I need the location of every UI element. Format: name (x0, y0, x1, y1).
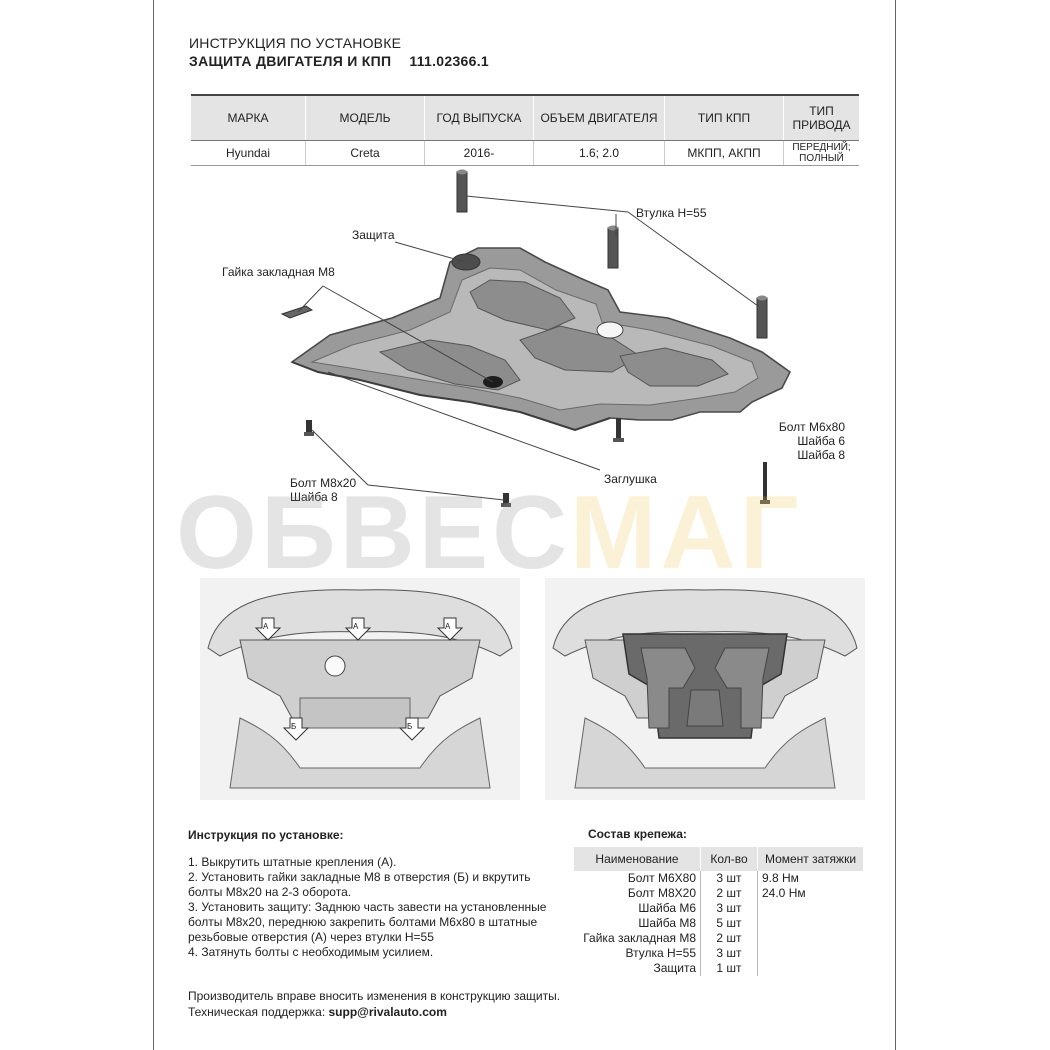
mark-b-2: Б (407, 722, 413, 731)
document-header: ИНСТРУКЦИЯ ПО УСТАНОВКЕ ЗАЩИТА ДВИГАТЕЛЯ… (189, 34, 489, 70)
spec-header-row: МАРКА МОДЕЛЬ ГОД ВЫПУСКА ОБЪЕМ ДВИГАТЕЛЯ… (191, 94, 859, 141)
fastener-torque: 24.0 Нм (762, 886, 806, 900)
footer-disclaimer: Производитель вправе вносить изменения в… (188, 989, 561, 1003)
mark-a-2: A (353, 622, 359, 631)
fastener-name: Шайба М6 (574, 901, 701, 916)
fastener-name: Шайба М8 (574, 916, 701, 931)
mark-b-1: Б (291, 722, 297, 731)
mark-a-3: A (445, 622, 451, 631)
fastener-row: Шайба М8 5 шт (574, 916, 864, 931)
instruction-sheet (153, 0, 896, 1050)
fastener-name: Втулка Н=55 (574, 946, 701, 961)
label-bolt-m8-name: Болт М8х20 (290, 476, 357, 490)
fastener-torque (758, 946, 864, 961)
fasteners-header-cell: Момент затяжки (757, 847, 864, 871)
spec-header-cell: ГОД ВЫПУСКА (424, 94, 534, 141)
fastener-row: Втулка Н=55 3 шт (574, 946, 864, 961)
fastener-qty: 2 шт (700, 931, 758, 946)
fastener-qty: 5 шт (700, 916, 758, 931)
label-sleeve: Втулка Н=55 (636, 206, 707, 220)
spec-value-cell: 2016- (424, 140, 534, 166)
fastener-row: Шайба М6 3 шт (574, 901, 864, 916)
instruction-step: 1. Выкрутить штатные крепления (А). (188, 855, 397, 869)
instructions-title: Инструкция по установке: (188, 828, 344, 842)
fastener-row: Гайка закладная М8 2 шт (574, 931, 864, 946)
fastener-qty: 2 шт (700, 886, 758, 901)
fastener-torque (758, 916, 864, 931)
label-washer-8-left: Шайба 8 (290, 490, 338, 504)
fastener-torque: 9.8 Нм (762, 871, 799, 885)
fastener-qty: 3 шт (700, 946, 758, 961)
spec-value-cell: Creta (305, 140, 425, 166)
label-bolt-m6: Болт М6х80 Шайба 6 Шайба 8 (775, 420, 845, 462)
underbody-after-photo (545, 578, 865, 800)
spec-value-cell: ПЕРЕДНИЙ; ПОЛНЫЙ (783, 140, 859, 166)
label-plug: Заглушка (604, 472, 657, 486)
fastener-torque (758, 901, 864, 916)
fasteners-section: Состав крепежа: Наименование Кол-во Моме… (574, 827, 864, 976)
fastener-row: Болт М8Х20 2 шт 24.0 Нм (574, 886, 864, 901)
label-washer-8-right: Шайба 8 (797, 448, 845, 462)
header-title: ИНСТРУКЦИЯ ПО УСТАНОВКЕ (189, 35, 402, 51)
fasteners-header-row: Наименование Кол-во Момент затяжки (574, 847, 864, 871)
header-product: ЗАЩИТА ДВИГАТЕЛЯ И КПП (189, 53, 392, 69)
instruction-step: 2. Установить гайки закладные М8 в отвер… (188, 870, 531, 899)
label-bolt-m8: Болт М8х20 Шайба 8 (290, 476, 356, 504)
installation-instructions: Инструкция по установке: 1. Выкрутить шт… (188, 828, 568, 960)
spec-header-cell: МАРКА (191, 94, 306, 141)
fasteners-header-cell: Кол-во (700, 847, 758, 871)
underbody-before-photo: A A A Б Б (200, 578, 520, 800)
watermark-part-1: ОБВЕС (176, 475, 570, 591)
vehicle-spec-table: МАРКА МОДЕЛЬ ГОД ВЫПУСКА ОБЪЕМ ДВИГАТЕЛЯ… (191, 94, 859, 166)
support-email-link[interactable]: supp@rivalauto.com (328, 1005, 447, 1019)
spec-header-cell: МОДЕЛЬ (305, 94, 425, 141)
fasteners-table: Наименование Кол-во Момент затяжки Болт … (574, 847, 864, 976)
underbody-before-drawing (207, 589, 513, 789)
instruction-step: 3. Установить защиту: Заднюю часть завес… (188, 900, 547, 944)
label-embedded-nut: Гайка закладная М8 (222, 265, 335, 279)
support-label: Техническая поддержка: (188, 1005, 326, 1019)
fastener-qty: 1 шт (700, 961, 758, 976)
footer-support: Техническая поддержка: supp@rivalauto.co… (188, 1004, 560, 1020)
underbody-after-drawing (552, 589, 858, 789)
fastener-row: Защита 1 шт (574, 961, 864, 976)
spec-header-cell: ТИП ПРИВОДА (783, 94, 859, 141)
fastener-qty: 3 шт (700, 871, 758, 886)
instruction-step: 4. Затянуть болты с необходимым усилием. (188, 945, 434, 959)
header-part-number: 111.02366.1 (409, 53, 490, 69)
fastener-torque (758, 961, 864, 976)
fastener-row: Болт М6Х80 3 шт 9.8 Нм (574, 871, 864, 886)
spec-value-cell: Hyundai (191, 140, 306, 166)
spec-value-row: Hyundai Creta 2016- 1.6; 2.0 МКПП, АКПП … (191, 140, 859, 166)
mark-a-1: A (263, 622, 269, 631)
fasteners-title: Состав крепежа: (588, 827, 687, 841)
header-subtitle: ЗАЩИТА ДВИГАТЕЛЯ И КПП 111.02366.1 (189, 52, 489, 70)
fasteners-header-cell: Наименование (574, 847, 701, 871)
fastener-name: Защита (574, 961, 701, 976)
fastener-name: Болт М8Х20 (574, 886, 701, 901)
label-guard: Защита (352, 228, 395, 242)
spec-header-cell: ОБЪЕМ ДВИГАТЕЛЯ (533, 94, 665, 141)
spec-value-cell: МКПП, АКПП (664, 140, 784, 166)
spec-header-cell: ТИП КПП (664, 94, 784, 141)
fastener-name: Гайка закладная М8 (574, 931, 701, 946)
label-washer-6: Шайба 6 (797, 434, 845, 448)
fastener-qty: 3 шт (700, 901, 758, 916)
fastener-name: Болт М6Х80 (574, 871, 701, 886)
spec-value-cell: 1.6; 2.0 (533, 140, 665, 166)
watermark-logo: ОБВЕСМАГ (176, 478, 886, 588)
watermark-part-2: МАГ (569, 475, 803, 591)
label-bolt-m6-name: Болт М6х80 (778, 420, 845, 434)
fastener-torque (758, 931, 864, 946)
document-footer: Производитель вправе вносить изменения в… (188, 988, 560, 1020)
